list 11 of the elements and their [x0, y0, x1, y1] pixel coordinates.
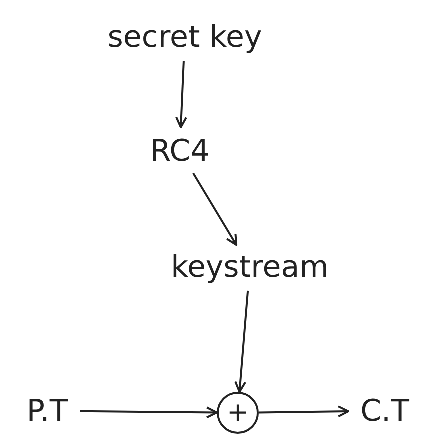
text-label: C.T [330, 390, 440, 432]
text-label: keystream [130, 245, 370, 290]
arrow [80, 406, 218, 419]
xor-circle: + [217, 392, 259, 434]
arrow [258, 406, 350, 418]
text-label: P.T [5, 390, 90, 432]
arrow [175, 60, 188, 128]
text-label: secret key [75, 15, 295, 60]
arrow [234, 290, 250, 394]
arrow [192, 172, 238, 246]
text-label: RC4 [130, 130, 230, 172]
